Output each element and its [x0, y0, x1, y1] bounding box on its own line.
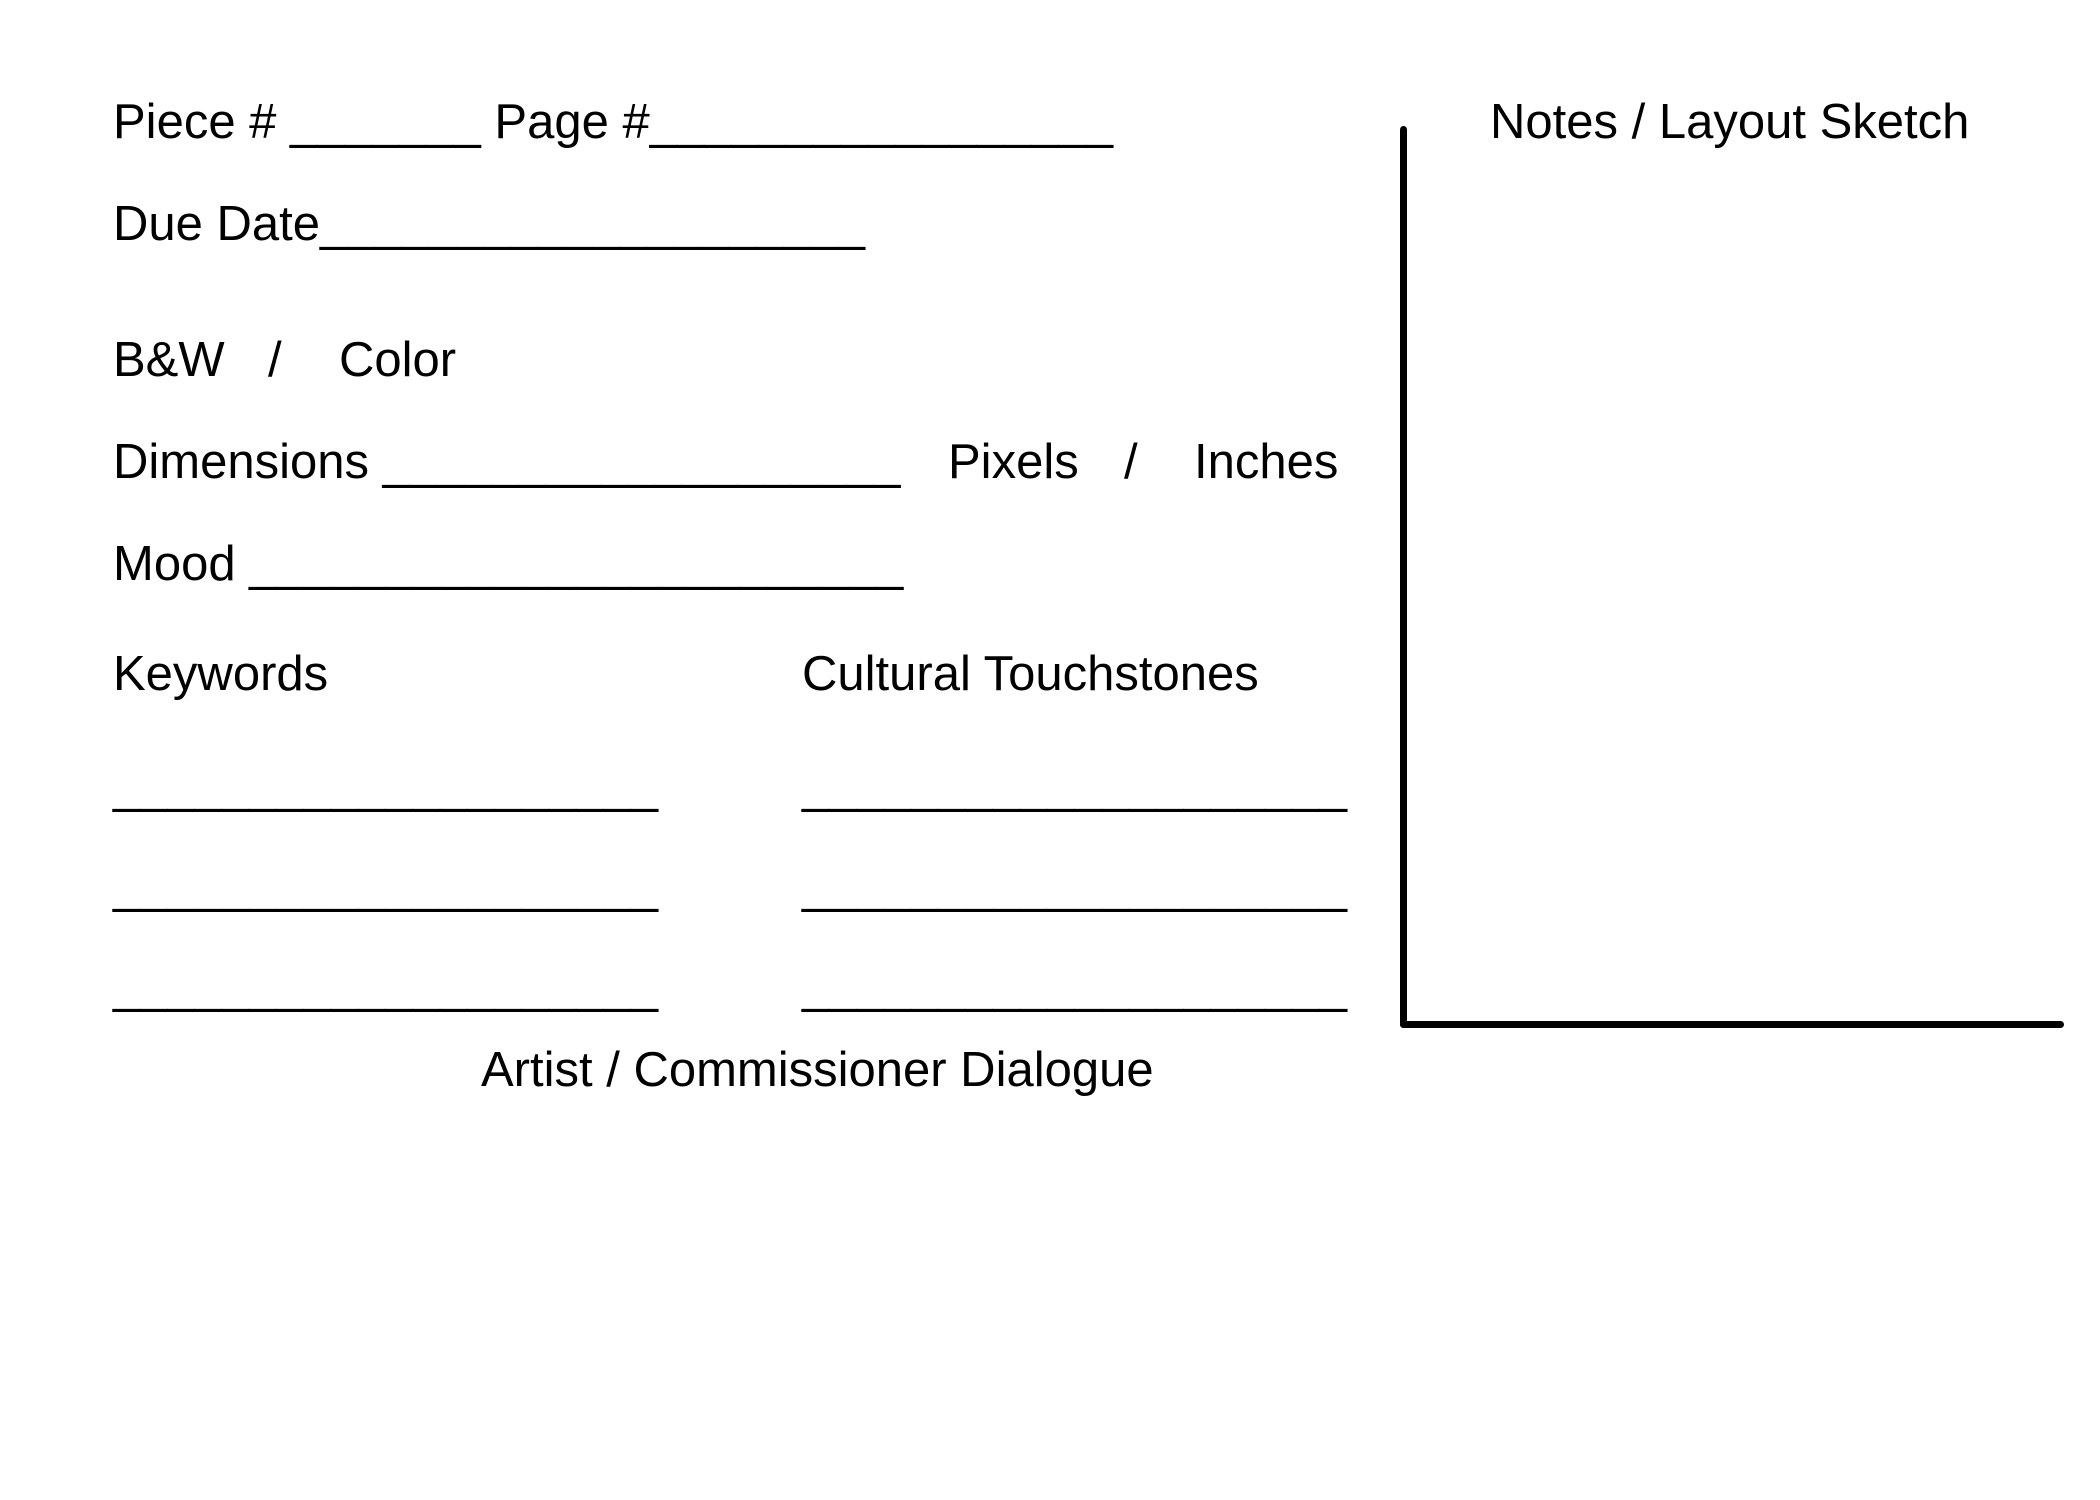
keyword-line[interactable]: ____________________ [113, 959, 659, 1013]
bw-option[interactable]: B&W [113, 333, 225, 387]
sketch-area-bottom-border [1400, 1021, 2064, 1028]
color-mode-separator: / [268, 333, 282, 387]
pixels-option[interactable]: Pixels [948, 435, 1079, 489]
keyword-line[interactable]: ____________________ [113, 859, 659, 913]
dimensions-field[interactable]: Dimensions ___________________ [113, 435, 901, 489]
keyword-line[interactable]: ____________________ [113, 759, 659, 813]
sketch-area-title: Notes / Layout Sketch [1490, 95, 1970, 149]
due-date-field[interactable]: Due Date____________________ [113, 197, 866, 251]
touchstone-line[interactable]: ____________________ [802, 859, 1348, 913]
touchstone-line[interactable]: ____________________ [802, 959, 1348, 1013]
piece-page-field[interactable]: Piece # _______ Page #_________________ [113, 95, 1114, 149]
sketch-area-left-border [1400, 126, 1407, 1028]
units-separator: / [1124, 435, 1138, 489]
dialogue-section-title: Artist / Commissioner Dialogue [481, 1043, 1154, 1097]
inches-option[interactable]: Inches [1194, 435, 1339, 489]
touchstone-line[interactable]: ____________________ [802, 759, 1348, 813]
color-option[interactable]: Color [339, 333, 457, 387]
cultural-touchstones-label: Cultural Touchstones [802, 647, 1259, 701]
mood-field[interactable]: Mood ________________________ [113, 537, 904, 591]
keywords-label: Keywords [113, 647, 329, 701]
